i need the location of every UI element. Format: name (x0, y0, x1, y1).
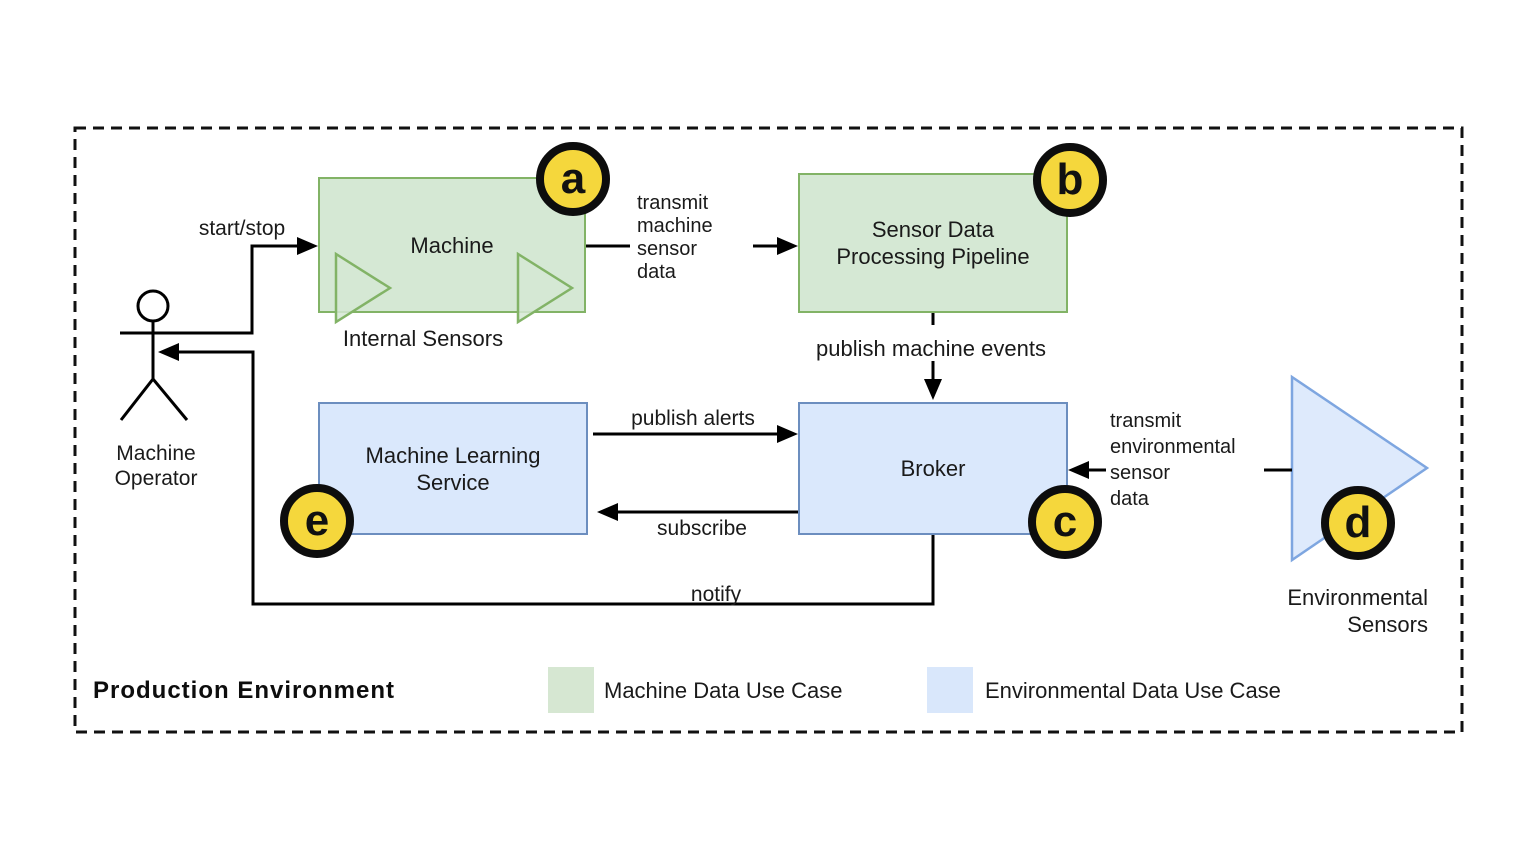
edge-start-stop-line (120, 244, 300, 335)
broker-label: Broker (900, 456, 966, 481)
edge-transmit-env-label: transmit environmental sensor data (1110, 410, 1236, 510)
edge-subscribe-label: subscribe (657, 517, 747, 540)
machine-operator-label: Machine Operator (114, 442, 198, 490)
badge-c: c (1028, 485, 1102, 559)
sensor-data-pipeline-label-line2: Processing Pipeline (836, 244, 1030, 269)
legend-swatch-machine-data (548, 667, 594, 713)
production-environment-title: Production Environment (93, 677, 396, 704)
machine-operator-icon (119, 289, 189, 421)
environmental-sensors-label: Environmental Sensors (1287, 585, 1428, 637)
sensor-data-pipeline-box: Sensor Data Processing Pipeline (798, 173, 1068, 313)
legend-swatch-environmental-data (927, 667, 973, 713)
machine-label: Machine (410, 232, 494, 258)
edge-publish-alerts-label: publish alerts (631, 407, 755, 430)
ml-service-label-line2: Service (416, 469, 490, 495)
edge-publish-machine-events-label: publish machine events (816, 336, 1046, 361)
edge-transmit-machine-label: transmit machine sensor data (637, 192, 713, 283)
badge-e: e (280, 484, 354, 558)
internal-sensors-label: Internal Sensors (342, 326, 504, 351)
ml-service-label-line1: Machine Learning (365, 442, 541, 468)
sensor-data-pipeline-label-line1: Sensor Data (871, 217, 995, 242)
badge-b: b (1033, 143, 1107, 217)
legend-label-environmental-data: Environmental Data Use Case (985, 678, 1281, 703)
legend-label-machine-data: Machine Data Use Case (604, 678, 843, 703)
badge-a: a (536, 142, 610, 216)
machine-learning-service-box: Machine Learning Service (318, 402, 588, 535)
edge-start-stop-label: start/stop (198, 217, 286, 240)
edge-notify-label: notify (690, 583, 742, 606)
badge-d: d (1321, 486, 1395, 560)
